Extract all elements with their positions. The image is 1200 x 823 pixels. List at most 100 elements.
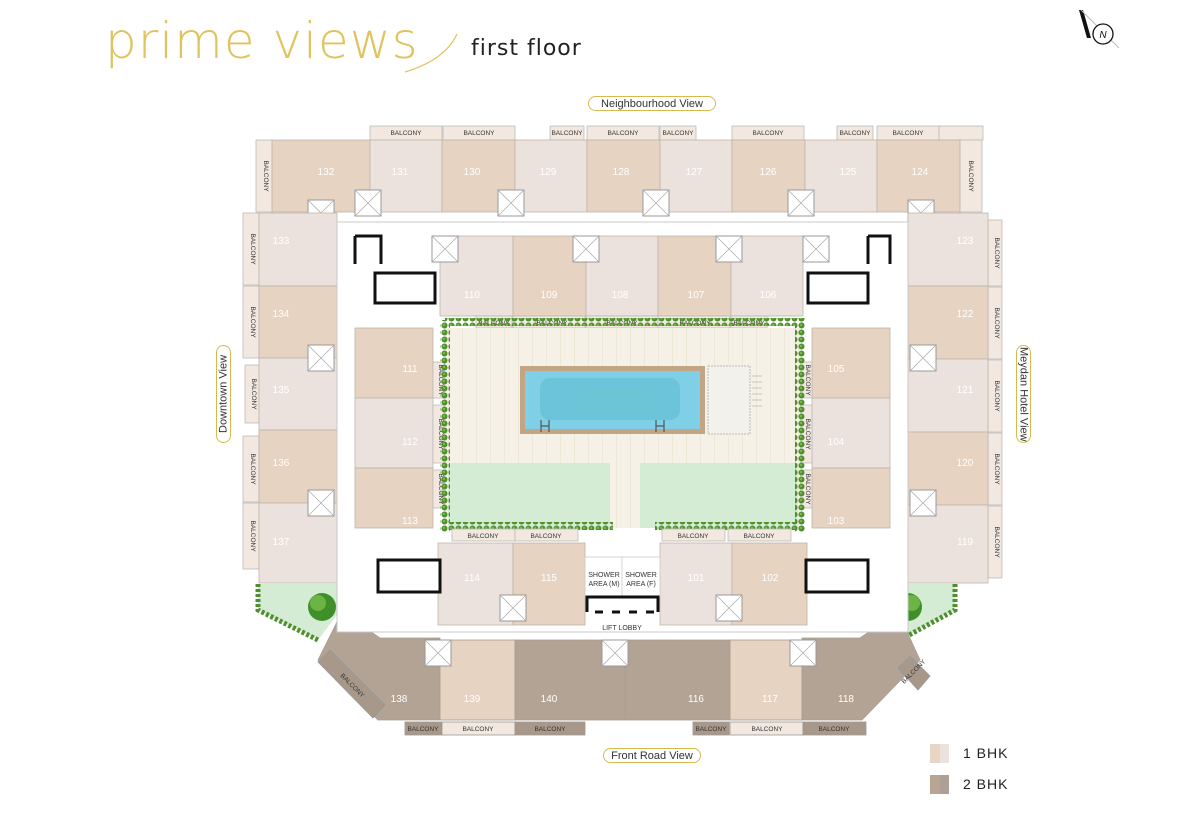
svg-text:117: 117	[762, 694, 778, 705]
inner-top-unit-numbers: 110 109 108 107 106	[464, 290, 777, 301]
svg-text:BALCONY: BALCONY	[993, 526, 1000, 558]
svg-text:BALCONY: BALCONY	[249, 306, 256, 338]
svg-text:107: 107	[688, 290, 705, 301]
svg-text:126: 126	[760, 167, 777, 178]
svg-text:LIFT LOBBY: LIFT LOBBY	[602, 625, 642, 632]
svg-text:BALCONY: BALCONY	[607, 130, 639, 137]
inner-bottom-units	[437, 542, 808, 626]
outer-top-unit-numbers: 132 131 130 129 128 127 126 125 124	[318, 167, 929, 178]
outer-bottom-units	[317, 611, 921, 721]
svg-text:AREA (M): AREA (M)	[588, 581, 619, 588]
inner-top-units	[439, 235, 804, 317]
brand-swoosh-icon	[404, 33, 458, 73]
view-label-downtown: Downtown View	[216, 345, 231, 443]
inner-bottom-balconies	[451, 528, 792, 542]
outer-left-balconies	[242, 212, 260, 570]
inner-right-units	[811, 327, 891, 529]
outer-top-balcony-labels: BALCONY BALCONY BALCONY BALCONY BALCONY …	[262, 130, 974, 192]
svg-text:BALCONY: BALCONY	[467, 533, 499, 540]
compass-north-icon: N	[1079, 9, 1120, 49]
svg-text:BALCONY: BALCONY	[804, 418, 811, 450]
svg-text:111: 111	[402, 364, 418, 375]
svg-text:BALCONY: BALCONY	[249, 520, 256, 552]
svg-text:BALCONY: BALCONY	[695, 726, 727, 733]
svg-text:BALCONY: BALCONY	[993, 237, 1000, 269]
svg-text:BALCONY: BALCONY	[818, 726, 850, 733]
svg-text:BALCONY: BALCONY	[249, 233, 256, 265]
svg-text:BALCONY: BALCONY	[677, 533, 709, 540]
stairs-bottom-right	[804, 558, 870, 594]
svg-text:119: 119	[957, 537, 973, 548]
svg-text:BALCONY: BALCONY	[390, 130, 422, 137]
svg-text:BALCONY: BALCONY	[462, 726, 494, 733]
svg-text:130: 130	[464, 167, 481, 178]
svg-text:134: 134	[273, 309, 290, 320]
outer-right-balcony-labels: BALCONY BALCONY BALCONY BALCONY BALCONY	[993, 237, 1000, 558]
inner-right-balcony-labels: BALCONY BALCONY BALCONY	[804, 364, 811, 505]
svg-text:140: 140	[541, 694, 558, 705]
legend-swatch-2bhk	[930, 774, 949, 794]
svg-text:BALCONY: BALCONY	[993, 380, 1000, 412]
lift-lobby: LIFT LOBBY	[585, 595, 660, 632]
svg-text:BALCONY: BALCONY	[249, 453, 256, 485]
outer-bottom-balconies	[317, 649, 931, 736]
svg-text:138: 138	[391, 694, 408, 705]
svg-text:101: 101	[688, 573, 705, 584]
inner-right-unit-numbers: 105 104 103	[828, 364, 845, 527]
shower-area-f-label: SHOWER	[625, 572, 657, 579]
svg-text:103: 103	[828, 516, 845, 527]
svg-text:BALCONY: BALCONY	[662, 130, 694, 137]
svg-text:109: 109	[541, 290, 558, 301]
svg-text:129: 129	[540, 167, 557, 178]
brand-title: prime views	[105, 12, 419, 70]
floor-title: first floor	[471, 36, 582, 61]
svg-text:137: 137	[273, 537, 290, 548]
outer-right-unit-numbers: 123 122 121 120 119	[957, 236, 974, 548]
svg-text:127: 127	[686, 167, 703, 178]
svg-text:135: 135	[273, 385, 290, 396]
svg-text:BALCONY: BALCONY	[743, 533, 775, 540]
svg-text:112: 112	[402, 437, 418, 448]
svg-text:136: 136	[273, 458, 290, 469]
outer-left-unit-numbers: 133 134 135 136 137	[273, 236, 290, 548]
svg-text:104: 104	[828, 437, 845, 448]
outer-bottom-unit-numbers: 138 139 140 116 117 118	[391, 694, 855, 705]
svg-text:121: 121	[957, 385, 974, 396]
outer-right-units	[907, 212, 989, 584]
svg-text:113: 113	[402, 516, 418, 527]
svg-text:110: 110	[464, 290, 480, 301]
svg-text:131: 131	[392, 167, 409, 178]
view-label-neighbourhood: Neighbourhood View	[588, 96, 716, 111]
svg-text:124: 124	[912, 167, 929, 178]
inner-left-units	[354, 327, 434, 529]
svg-text:BALCONY: BALCONY	[551, 130, 583, 137]
svg-text:BALCONY: BALCONY	[804, 473, 811, 505]
svg-text:102: 102	[762, 573, 779, 584]
svg-text:108: 108	[612, 290, 629, 301]
svg-text:BALCONY: BALCONY	[804, 364, 811, 396]
svg-text:114: 114	[464, 573, 480, 584]
svg-text:116: 116	[688, 694, 704, 705]
stairs-bottom-left	[376, 558, 442, 594]
legend-item-2bhk: 2 BHK	[930, 773, 1008, 795]
svg-text:BALCONY: BALCONY	[262, 160, 269, 192]
inner-bottom-balcony-labels: BALCONY BALCONY BALCONY BALCONY	[467, 533, 775, 540]
svg-text:BALCONY: BALCONY	[752, 130, 784, 137]
outer-left-balcony-labels: BALCONY BALCONY BALCONY BALCONY BALCONY	[249, 233, 257, 552]
inner-bottom-unit-numbers: 114 115 101 102	[464, 573, 779, 584]
svg-text:BALCONY: BALCONY	[530, 533, 562, 540]
svg-text:AREA (F): AREA (F)	[626, 581, 656, 588]
inner-left-unit-numbers: 111 112 113	[402, 364, 418, 527]
legend-item-1bhk: 1 BHK	[930, 742, 1008, 764]
stairs-top-left	[353, 234, 437, 305]
svg-text:125: 125	[840, 167, 857, 178]
legend: 1 BHK 2 BHK	[930, 742, 1008, 804]
view-label-front-road: Front Road View	[603, 748, 701, 763]
svg-text:123: 123	[957, 236, 974, 247]
svg-text:BALCONY: BALCONY	[250, 378, 257, 410]
svg-text:128: 128	[613, 167, 630, 178]
svg-text:BALCONY: BALCONY	[967, 160, 974, 192]
svg-text:118: 118	[838, 694, 854, 705]
svg-text:BALCONY: BALCONY	[407, 726, 439, 733]
